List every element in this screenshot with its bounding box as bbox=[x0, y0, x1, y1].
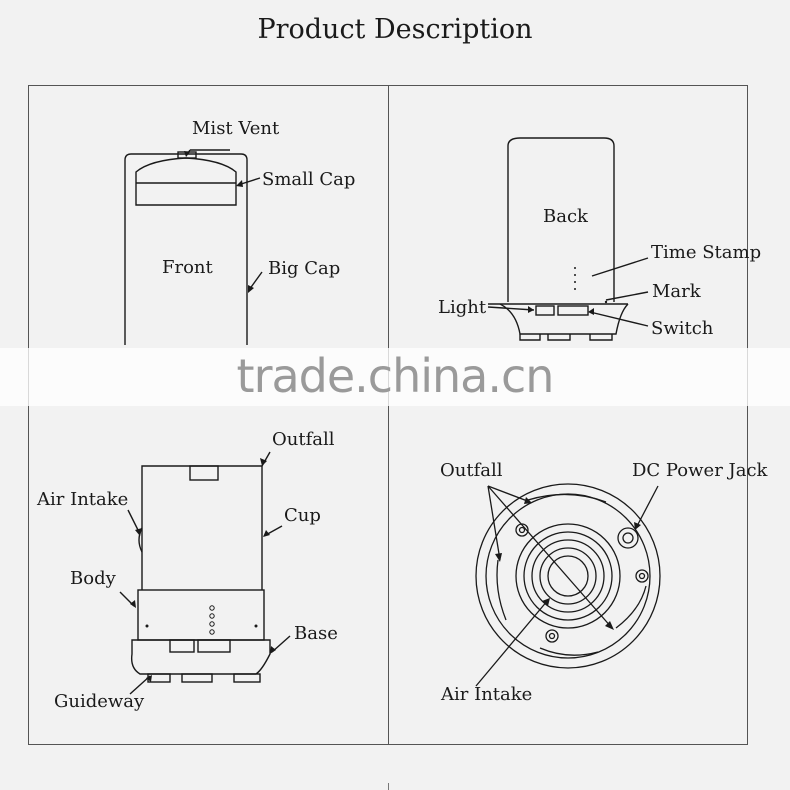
back-body-outline bbox=[507, 137, 615, 302]
dc-power-jack-shape bbox=[617, 527, 639, 549]
big-cap-label: Big Cap bbox=[268, 258, 341, 279]
mark-label: Mark bbox=[652, 281, 701, 302]
switch-button-shape bbox=[557, 305, 589, 316]
side-air-intake-label: Air Intake bbox=[37, 489, 129, 510]
front-center-label: Front bbox=[162, 257, 213, 278]
outfall-slot bbox=[189, 465, 219, 481]
air-intake-ring bbox=[515, 523, 621, 629]
guideway-label: Guideway bbox=[54, 691, 145, 712]
body-label: Body bbox=[70, 568, 116, 589]
switch-label: Switch bbox=[651, 318, 714, 339]
page-title: Product Description bbox=[257, 14, 533, 45]
back-base-shape bbox=[499, 303, 629, 335]
cup-label: Cup bbox=[284, 505, 321, 526]
base-label: Base bbox=[294, 623, 338, 644]
bottom-outfall-label: Outfall bbox=[440, 460, 503, 481]
watermark-band bbox=[0, 348, 790, 406]
side-outfall-label: Outfall bbox=[272, 429, 335, 450]
light-button-shape bbox=[535, 305, 555, 316]
mist-vent-label: Mist Vent bbox=[192, 118, 280, 139]
base-outer-ring bbox=[475, 483, 661, 669]
dc-power-jack-label: DC Power Jack bbox=[632, 460, 768, 481]
small-cap-label: Small Cap bbox=[262, 169, 356, 190]
light-label: Light bbox=[438, 297, 487, 318]
time-stamp-label: Time Stamp bbox=[651, 242, 762, 263]
panel-divider bbox=[388, 86, 389, 745]
back-center-label: Back bbox=[543, 206, 588, 227]
bottom-air-intake-label: Air Intake bbox=[441, 684, 533, 705]
bottom-tick bbox=[388, 783, 389, 790]
watermark: trade.china.cn bbox=[236, 349, 555, 403]
